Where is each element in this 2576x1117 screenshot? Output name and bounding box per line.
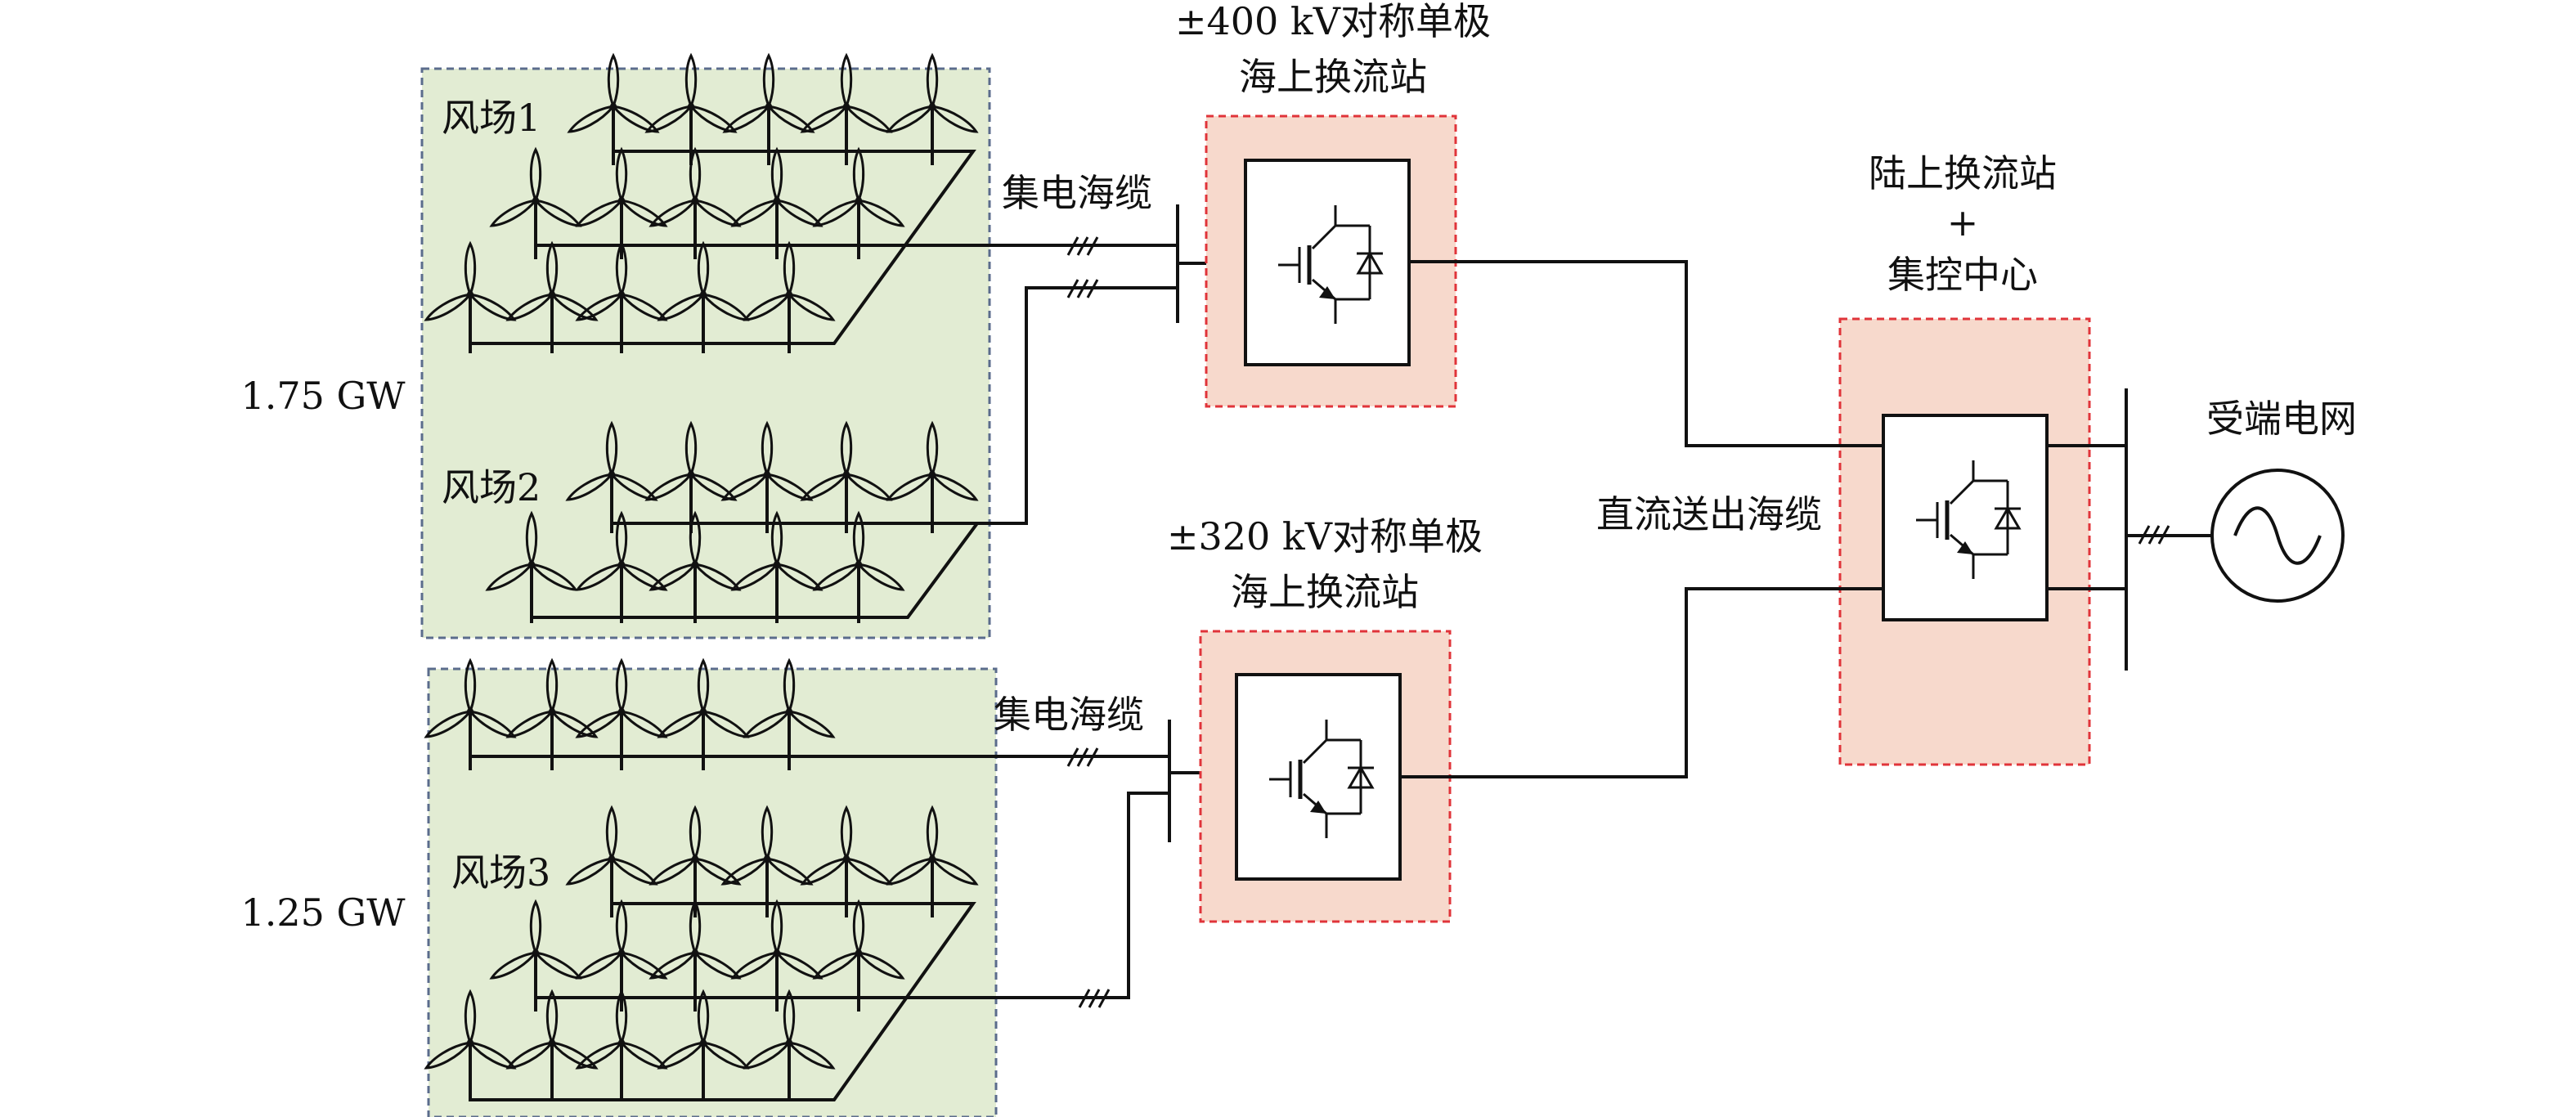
converter-400-title-line1: ±400 kV对称单极 <box>1175 0 1491 43</box>
converter-400-title-line2: 海上换流站 <box>1239 55 1427 99</box>
wind-farm-3-feeder-c <box>536 792 1169 999</box>
igbt-diode-valve-icon <box>1245 160 1409 365</box>
wind-farm-1-label: 风场1 <box>442 96 541 140</box>
wind-farm-group-top <box>420 67 991 639</box>
converter-320-title-line2: 海上换流站 <box>1231 570 1419 614</box>
converter-320-title-line1: ±320 kV对称单极 <box>1167 514 1483 558</box>
wind-farm-2-label: 风场2 <box>442 465 541 509</box>
dc-cable-400 <box>1409 260 1883 447</box>
wind-farm-2-export <box>977 286 1178 525</box>
onshore-converter-title-line3: 集控中心 <box>1887 253 2038 297</box>
dc-cable-320 <box>1400 587 1883 778</box>
wind-farm-3-label: 风场3 <box>451 850 550 895</box>
collector-cable-label-top: 集电海缆 <box>1002 171 1152 215</box>
wind-farm-group-bottom <box>427 667 998 1117</box>
capacity-label-bottom: 1.25 GW <box>240 890 406 935</box>
onshore-converter-title-line2: + <box>1947 200 1979 244</box>
dc-cable-label: 直流送出海缆 <box>1596 492 1822 536</box>
wind-farm-3-feeder-b <box>469 902 976 1101</box>
igbt-diode-valve-icon <box>1236 675 1400 879</box>
wind-farm-2-feeder <box>530 522 981 619</box>
onshore-converter-title-line1: 陆上换流站 <box>1869 151 2057 195</box>
collector-cable-label-bottom: 集电海缆 <box>994 693 1144 737</box>
igbt-diode-valve-icon <box>1883 415 2047 620</box>
capacity-label-top: 1.75 GW <box>240 374 406 418</box>
grid-label: 受端电网 <box>2206 397 2357 441</box>
ac-source-icon <box>2210 469 2345 603</box>
wind-farm-1-feeder-a <box>469 150 976 345</box>
